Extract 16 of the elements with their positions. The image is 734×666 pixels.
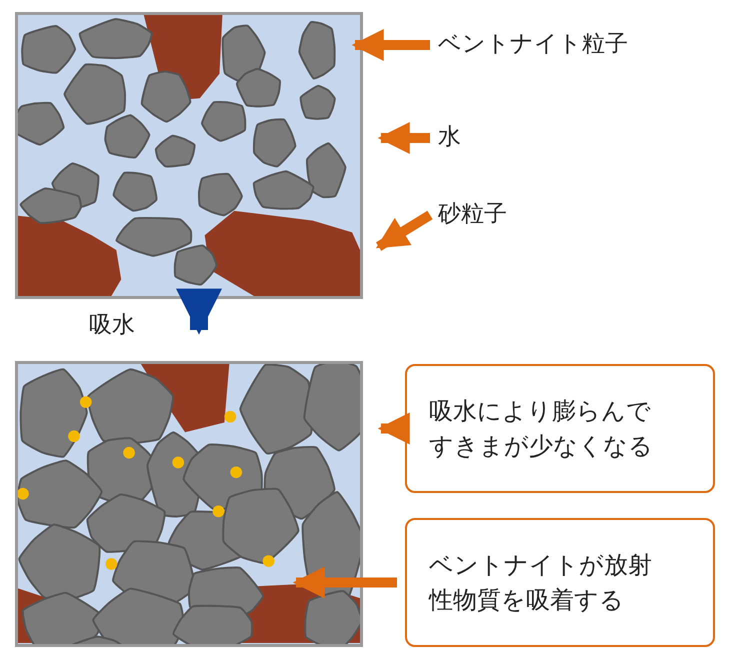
arrow [352,29,430,61]
arrow [292,566,397,598]
callout-box [405,518,715,647]
callout-box [405,364,715,493]
arrow [176,288,222,335]
callout-text: ベントナイトが放射性物質を吸着する [429,550,653,616]
part-label: 水 [438,124,461,150]
part-label: ベントナイト粒子 [438,31,628,57]
arrow [376,210,433,251]
edge-label: 吸水 [89,311,135,340]
soil-particles-drawing [15,12,363,299]
arrow [378,412,410,444]
part-label: 砂粒子 [438,201,507,227]
soil-particles-drawing [15,361,363,647]
arrow [378,122,430,154]
callout-text: 吸水により膨らんですきまが少なくなる [429,396,654,462]
